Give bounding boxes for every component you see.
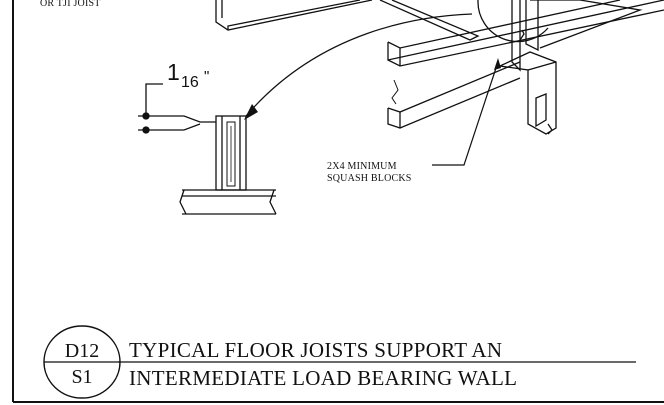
dimension-inch-mark: " bbox=[204, 68, 210, 85]
bearing-wall-post bbox=[497, 0, 643, 135]
floor-joist-upper-left bbox=[215, 0, 480, 41]
dimension-denominator: 16 bbox=[181, 74, 199, 91]
squash-blocks-note-line2: SQUASH BLOCKS bbox=[327, 173, 412, 184]
dimension-whole: 1 bbox=[167, 59, 180, 85]
detail-title-line2: INTERMEDIATE LOAD BEARING WALL bbox=[129, 366, 518, 390]
gap-dimension bbox=[138, 83, 216, 134]
detail-title-line1: TYPICAL FLOOR JOISTS SUPPORT AN bbox=[129, 338, 503, 362]
squash-blocks-leader bbox=[432, 61, 499, 166]
detail-number: D12 bbox=[64, 340, 100, 362]
squash-blocks-note-line1: 2X4 MINIMUM bbox=[327, 161, 397, 172]
detail-leader-arrowhead bbox=[244, 104, 258, 120]
joist-type-note: OR TJI JOIST bbox=[40, 0, 101, 9]
section-circle bbox=[477, 0, 549, 43]
squash-blocks-note: 2X4 MINIMUM SQUASH BLOCKS bbox=[327, 161, 412, 185]
detail-leader-arc bbox=[245, 13, 473, 117]
sheet-number: S1 bbox=[71, 366, 93, 388]
squash-blocks-leader-arrow bbox=[494, 58, 501, 70]
floor-joist-right bbox=[387, 0, 664, 129]
wall-section-detail bbox=[179, 115, 277, 215]
